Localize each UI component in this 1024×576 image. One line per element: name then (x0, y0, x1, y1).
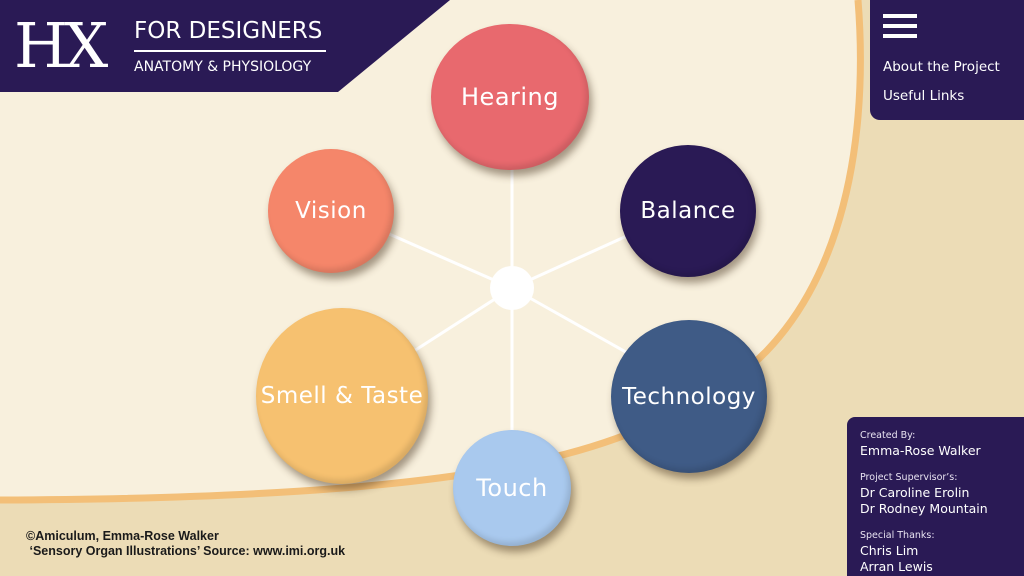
thanks-label: Special Thanks: (860, 530, 935, 541)
vision-button[interactable]: Vision (268, 149, 394, 273)
logo-banner-shape (0, 0, 450, 92)
supervisor-name: Dr Caroline Erolin (860, 485, 970, 500)
technology-label: Technology (622, 383, 756, 410)
center-hub (490, 266, 534, 310)
thanks-name: Arran Lewis (860, 559, 933, 574)
balance-button[interactable]: Balance (620, 145, 756, 277)
logo-subtitle: ANATOMY & PHYSIOLOGY (134, 59, 312, 75)
balance-label: Balance (640, 198, 736, 224)
touch-label: Touch (476, 474, 548, 502)
source-line: ‘Sensory Organ Illustrations’ Source: ww… (26, 544, 346, 558)
logo-divider (134, 50, 326, 52)
created-by-name: Emma-Rose Walker (860, 443, 981, 458)
created-by-label: Created By: (860, 430, 916, 441)
touch-button[interactable]: Touch (453, 430, 571, 546)
credits-panel: Created By: Emma-Rose Walker Project Sup… (847, 417, 1024, 576)
menu-about-link[interactable]: About the Project (883, 59, 1000, 75)
supervisor-label: Project Supervisor’s: (860, 472, 958, 483)
technology-button[interactable]: Technology (611, 320, 767, 473)
copyright-line: ©Amiculum, Emma-Rose Walker (26, 529, 219, 543)
smell-taste-label: Smell & Taste (260, 383, 424, 409)
vision-label: Vision (295, 198, 367, 224)
hearing-label: Hearing (461, 83, 559, 111)
supervisor-name: Dr Rodney Mountain (860, 501, 988, 516)
logo-title: FOR DESIGNERS (134, 18, 323, 44)
hx-logo-banner[interactable]: HX FOR DESIGNERS ANATOMY & PHYSIOLOGY (0, 0, 450, 92)
hearing-button[interactable]: Hearing (431, 24, 589, 170)
logo-mark: HX (14, 9, 108, 82)
smell-taste-button[interactable]: Smell & Taste (256, 308, 428, 484)
thanks-name: Chris Lim (860, 543, 919, 558)
hamburger-menu-icon[interactable] (883, 14, 917, 38)
menu-useful-links[interactable]: Useful Links (883, 88, 965, 104)
top-right-menu: About the Project Useful Links (870, 0, 1024, 120)
